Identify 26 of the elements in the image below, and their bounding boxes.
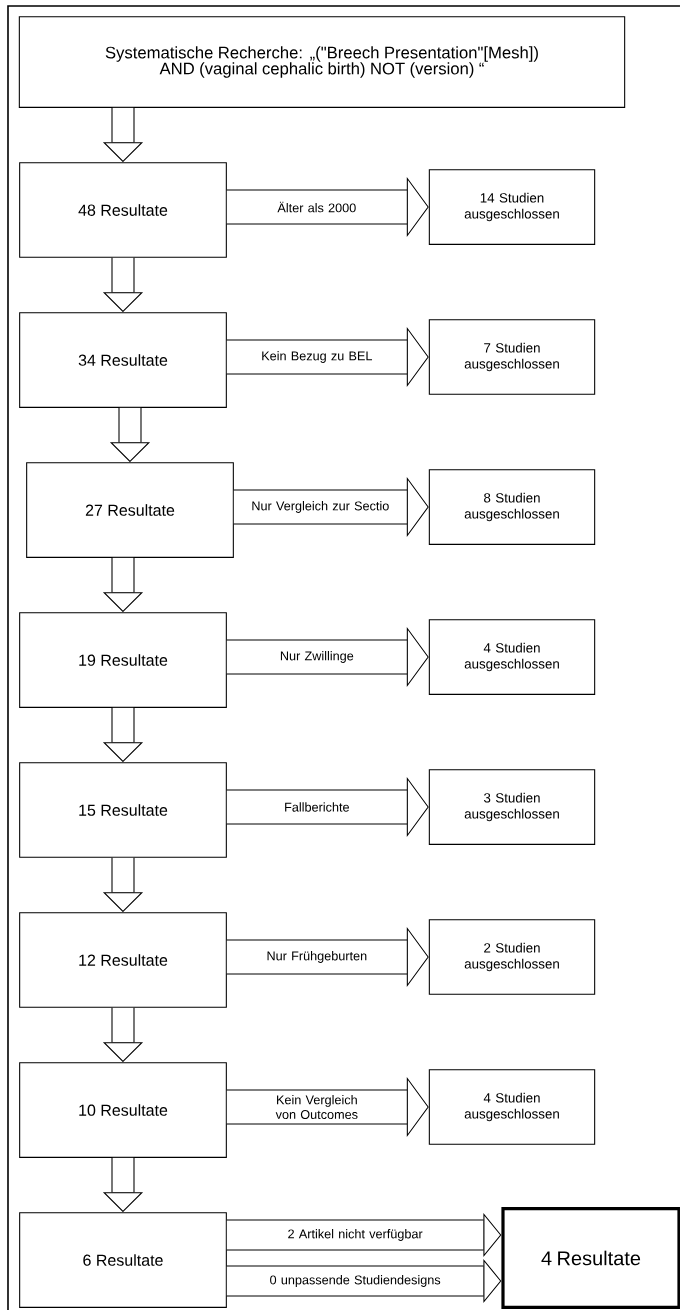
exclusion-box: 8 Studien ausgeschlossen xyxy=(428,469,596,545)
edge-label: Nur Vergleich zur Sectio xyxy=(252,501,389,513)
edge-label: Fallberichte xyxy=(285,802,349,812)
result-box: 12 Resultate xyxy=(19,912,227,1008)
result-box: 27 Resultate xyxy=(26,462,234,558)
exclusion-box: 3 Studien ausgeschlossen xyxy=(428,769,596,845)
edge-label: Nur Zwillinge xyxy=(280,651,354,663)
edge-label: Kein Bezug zu BEL xyxy=(262,351,372,363)
edge-label: 2 Artikel nicht verfügbar xyxy=(288,1229,423,1241)
result-box: 10 Resultate xyxy=(19,1062,227,1158)
result-box: 6 Resultate xyxy=(19,1212,227,1308)
edge-label: Nur Frühgeburten xyxy=(267,951,367,963)
result-box: 15 Resultate xyxy=(19,762,227,858)
final-result-box: 4 Resultate xyxy=(501,1207,680,1309)
edge-label: Kein Vergleich von Outcomes xyxy=(275,1095,358,1119)
exclusion-box: 2 Studien ausgeschlossen xyxy=(428,919,596,995)
exclusion-box: 4 Studien ausgeschlossen xyxy=(428,619,596,695)
result-box: 48 Resultate xyxy=(19,162,227,258)
exclusion-box: 14 Studien ausgeschlossen xyxy=(428,169,596,245)
exclusion-box: 7 Studien ausgeschlossen xyxy=(428,319,596,395)
search-box: Systematische Recherche: „("Breech Presentation"[Mesh]) AND (vaginal cephalic birth) NOT (version) “ xyxy=(18,16,626,108)
result-box: 34 Resultate xyxy=(19,312,227,408)
edge-label: 0 unpassende Studiendesigns xyxy=(270,1275,441,1287)
exclusion-box: 4 Studien ausgeschlossen xyxy=(428,1069,596,1145)
result-box: 19 Resultate xyxy=(19,612,227,708)
edge-label: Älter als 2000 xyxy=(277,201,356,213)
